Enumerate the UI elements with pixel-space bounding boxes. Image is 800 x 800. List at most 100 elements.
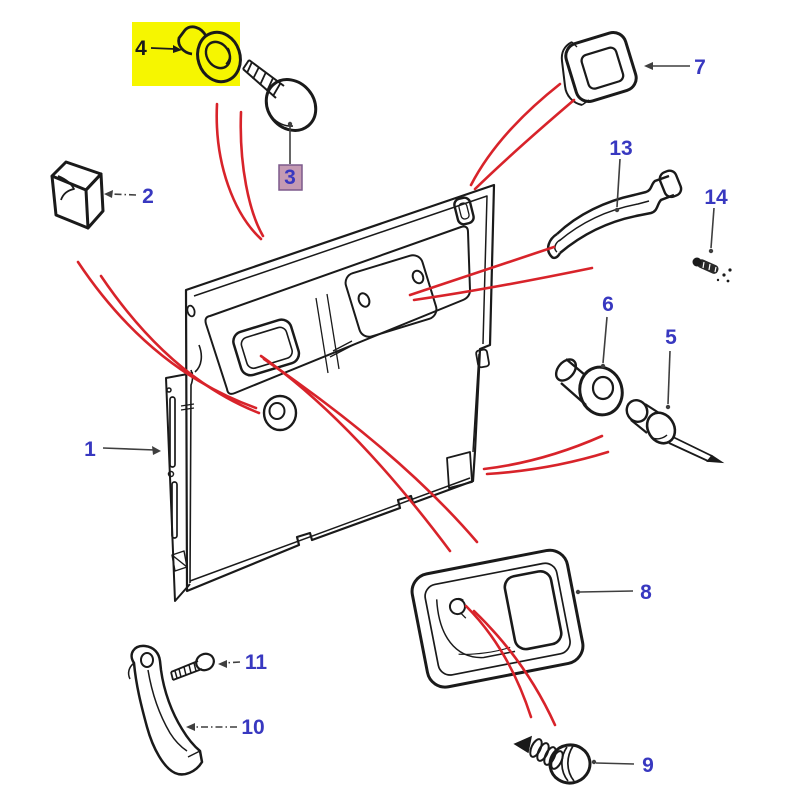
bezel-inner-border xyxy=(424,562,571,676)
callout-label-8[interactable]: 8 xyxy=(640,581,652,604)
part-2-clip-block xyxy=(50,160,105,230)
strip-hole xyxy=(166,387,172,393)
red-line-part13 xyxy=(408,245,556,297)
leader-dot xyxy=(600,363,606,369)
screw-head xyxy=(264,78,318,132)
red-line-part2 xyxy=(99,274,261,415)
leader-dot xyxy=(575,589,581,595)
callout-label-10[interactable]: 10 xyxy=(241,716,264,739)
part-8-handle-bezel xyxy=(410,548,585,689)
callouts: 1 2 3 4 5 6 xyxy=(84,37,728,777)
leader-line xyxy=(602,316,608,364)
speckle xyxy=(716,278,720,282)
panel-recessed-band xyxy=(204,225,471,395)
callout-2[interactable]: 2 xyxy=(104,185,154,208)
bezel-outer xyxy=(410,548,585,689)
handle-end-cap xyxy=(658,169,683,199)
red-line-part8-9 xyxy=(472,609,557,727)
callout-label-7[interactable]: 7 xyxy=(694,56,706,79)
grommet-flange xyxy=(196,30,242,84)
panel-front-strip xyxy=(165,372,194,602)
leader-dot xyxy=(614,207,620,213)
callout-3[interactable]: 3 xyxy=(278,121,303,191)
bezel-screw xyxy=(448,598,466,616)
callout-label-6[interactable]: 6 xyxy=(602,293,614,316)
panel-top-slot xyxy=(453,196,475,226)
callout-label-1[interactable]: 1 xyxy=(84,438,96,461)
callout-10[interactable]: 10 xyxy=(186,716,265,739)
callout-8[interactable]: 8 xyxy=(575,581,652,604)
strip-slot xyxy=(171,481,178,539)
part-4-grommet xyxy=(177,25,242,84)
callout-label-14[interactable]: 14 xyxy=(704,186,728,209)
callout-label-4[interactable]: 4 xyxy=(135,37,147,60)
panel-grommet-hole xyxy=(262,394,298,432)
callout-label-11[interactable]: 11 xyxy=(245,651,268,674)
leader-line xyxy=(109,193,137,196)
screw-thread xyxy=(536,742,550,762)
frame-depth-links xyxy=(571,41,590,106)
part-6-bushing xyxy=(554,358,624,417)
strip-slot xyxy=(169,396,176,468)
grommet-body xyxy=(177,25,208,56)
leader-arrow xyxy=(218,660,227,668)
strip-hole xyxy=(167,470,175,478)
callout-14[interactable]: 14 xyxy=(704,186,728,254)
callout-6[interactable]: 6 xyxy=(600,293,614,369)
small-screw-body xyxy=(697,259,719,274)
callout-1[interactable]: 1 xyxy=(84,438,161,461)
callout-11[interactable]: 11 xyxy=(218,651,267,674)
grommet-hole xyxy=(204,40,232,70)
screw-head xyxy=(548,743,592,785)
handle-contour xyxy=(558,200,650,242)
callout-label-2[interactable]: 2 xyxy=(142,185,154,208)
panel-grommet-hole-inner xyxy=(268,402,286,420)
leader-arrow xyxy=(152,446,161,455)
callout-label-5[interactable]: 5 xyxy=(665,326,677,349)
red-line-part5-6 xyxy=(485,450,610,476)
red-line-part5-6 xyxy=(482,434,604,471)
grommet-detail xyxy=(225,47,231,65)
small-screw-threads xyxy=(702,261,717,273)
yellow-highlight-region xyxy=(132,22,240,86)
panel-edge-slot xyxy=(475,348,490,369)
part-11-bolt xyxy=(170,652,215,681)
leader-dot xyxy=(708,248,714,254)
callout-label-3[interactable]: 3 xyxy=(284,166,296,189)
bushing-end xyxy=(554,358,578,382)
callout-9[interactable]: 9 xyxy=(591,754,654,777)
strip-tick-marks xyxy=(180,403,195,411)
part-14-small-screw xyxy=(692,257,732,283)
callout-7[interactable]: 7 xyxy=(644,56,706,79)
panel-opening xyxy=(232,318,301,377)
leader-dot xyxy=(665,404,671,410)
red-line-part13 xyxy=(412,266,594,302)
leader-line xyxy=(667,350,671,405)
screw-head-detail xyxy=(271,116,294,127)
callout-13[interactable]: 13 xyxy=(609,137,633,213)
part-13-pull-handle xyxy=(546,169,683,260)
rivet-pin xyxy=(668,436,713,463)
part-3-screw xyxy=(242,59,318,132)
red-line-part2 xyxy=(76,260,258,410)
leader-arrow xyxy=(186,723,195,731)
callout-label-9[interactable]: 9 xyxy=(642,754,654,777)
red-line-opening xyxy=(259,354,452,553)
bezel-lever-cutout xyxy=(503,570,563,651)
callout-5[interactable]: 5 xyxy=(665,326,677,410)
rivet-flange xyxy=(645,411,677,445)
bushing-detail xyxy=(608,381,614,397)
callout-4[interactable]: 4 xyxy=(135,37,182,60)
callout-label-13[interactable]: 13 xyxy=(609,137,632,160)
bolt-shank xyxy=(170,660,203,681)
screw-tip xyxy=(513,735,533,754)
leader-arrow xyxy=(173,45,182,53)
clip-front-face xyxy=(50,175,89,230)
panel-left-fold xyxy=(189,344,203,584)
leader-line xyxy=(150,47,176,50)
speckle xyxy=(728,268,732,272)
bushing-flange xyxy=(578,365,624,417)
leader-line xyxy=(102,447,156,451)
bezel-screw-detail xyxy=(450,597,467,619)
